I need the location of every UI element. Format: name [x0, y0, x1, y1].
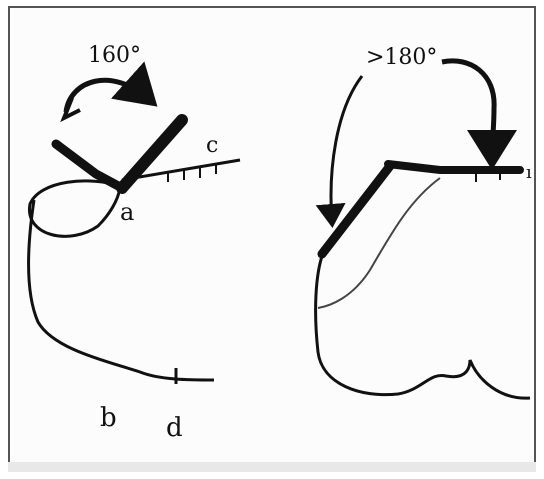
right-panel: >180° ı	[316, 45, 532, 398]
left-outline	[29, 200, 215, 380]
right-arrow-right	[442, 61, 494, 160]
right-arrow-left	[331, 76, 362, 222]
left-panel: 160° c a b d	[29, 43, 241, 443]
left-angle-arrow	[66, 80, 150, 112]
left-label-a: a	[120, 198, 134, 226]
left-label-b: b	[100, 403, 117, 433]
right-end-mark: ı	[526, 162, 532, 183]
left-angle-label: 160°	[88, 43, 141, 68]
right-angle-label: >180°	[366, 45, 437, 70]
right-outline	[316, 246, 530, 398]
right-inner-curve	[318, 178, 440, 308]
left-label-d: d	[166, 413, 183, 443]
left-label-c: c	[206, 133, 218, 158]
left-loop	[29, 181, 120, 236]
